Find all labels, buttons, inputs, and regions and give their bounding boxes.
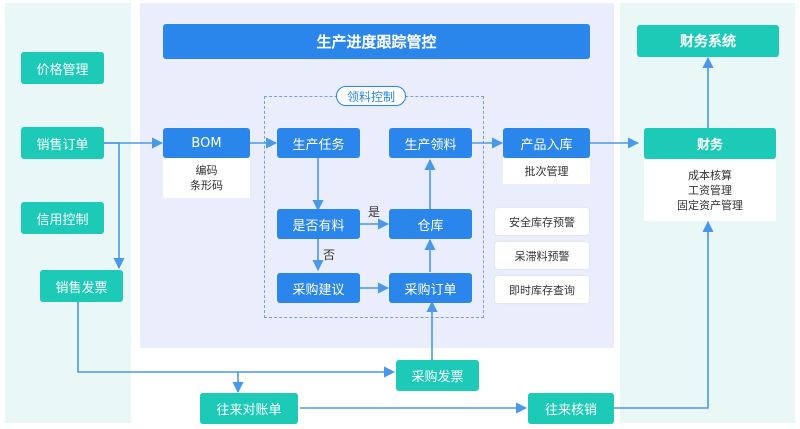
instant-stock-query[interactable]: 即时库存查询 — [495, 276, 589, 303]
reconciliation-box[interactable]: 往来对账单 — [200, 393, 298, 424]
write-off-box[interactable]: 往来核销 — [528, 393, 614, 424]
purchase-suggestion-box[interactable]: 采购建议 — [277, 273, 360, 303]
sales-invoice-box[interactable]: 销售发票 — [40, 270, 123, 302]
finance-details: 成本核算 工资管理 固定资产管理 — [644, 159, 776, 221]
arrow-sales-to-invoice — [104, 142, 125, 270]
bom-detail-code: 编码 — [195, 164, 218, 177]
batch-management-box: 批次管理 — [503, 158, 590, 184]
bom-detail-barcode: 条形码 — [190, 179, 223, 192]
production-task-box[interactable]: 生产任务 — [277, 128, 360, 158]
finance-item-cost: 成本核算 — [688, 168, 732, 182]
product-storage-box[interactable]: 产品入库 — [503, 128, 590, 158]
slow-moving-alert[interactable]: 呆滞料预警 — [495, 242, 589, 269]
sales-order-box[interactable]: 销售订单 — [21, 127, 104, 159]
safety-stock-alert[interactable]: 安全库存预警 — [495, 208, 589, 235]
finance-item-salary: 工资管理 — [688, 183, 732, 197]
price-management-box[interactable]: 价格管理 — [21, 52, 104, 84]
has-material-box[interactable]: 是否有料 — [277, 209, 360, 239]
finance-box[interactable]: 财务 — [644, 128, 776, 159]
purchase-invoice-box[interactable]: 采购发票 — [396, 360, 479, 391]
batch-management-label: 批次管理 — [524, 164, 569, 178]
finance-item-assets: 固定资产管理 — [677, 198, 743, 212]
warehouse-box[interactable]: 仓库 — [389, 209, 472, 239]
bom-details: 编码 条形码 — [163, 158, 250, 198]
yes-label: 是 — [368, 205, 381, 219]
purchase-order-box[interactable]: 采购订单 — [389, 273, 472, 303]
no-label: 否 — [323, 248, 336, 262]
arrow-writeoff-to-finance — [614, 220, 714, 409]
arrow-invoice-to-purchase-invoice — [77, 300, 396, 378]
finance-system-box[interactable]: 财务系统 — [637, 25, 779, 57]
material-control-label: 领料控制 — [336, 86, 406, 106]
page-title: 生产进度跟踪管控 — [163, 24, 590, 59]
production-pick-box[interactable]: 生产领料 — [389, 128, 472, 158]
credit-control-box[interactable]: 信用控制 — [21, 202, 104, 234]
bom-box[interactable]: BOM — [163, 128, 250, 158]
